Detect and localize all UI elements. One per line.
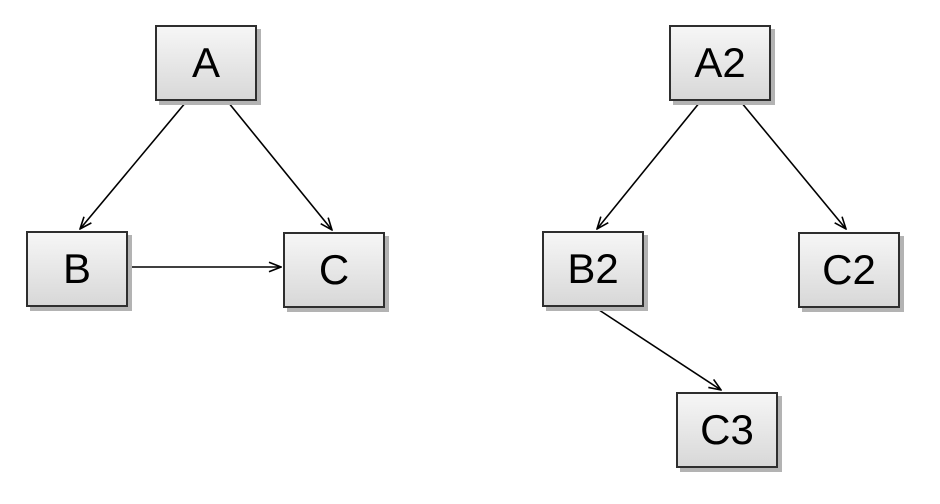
edge-A2-C2[interactable] <box>740 101 846 229</box>
node-label: B2 <box>567 245 619 292</box>
node-label: C <box>318 246 350 293</box>
edge-B2-C3[interactable] <box>592 305 721 390</box>
node-C3[interactable]: C3 <box>676 392 778 468</box>
edge-A-B[interactable] <box>80 101 187 229</box>
node-C[interactable]: C <box>283 232 385 308</box>
node-label: C2 <box>822 246 876 293</box>
node-B[interactable]: B <box>26 231 128 307</box>
node-label: B <box>62 245 91 292</box>
edge-A2-B2[interactable] <box>597 101 701 229</box>
edge-A-C[interactable] <box>227 101 332 230</box>
node-C2[interactable]: C2 <box>798 232 900 308</box>
node-A2[interactable]: A2 <box>669 25 771 101</box>
node-label: A2 <box>694 39 746 86</box>
node-label: C3 <box>700 406 754 453</box>
node-label: A <box>191 39 220 86</box>
node-B2[interactable]: B2 <box>542 231 644 307</box>
node-A[interactable]: A <box>155 25 257 101</box>
